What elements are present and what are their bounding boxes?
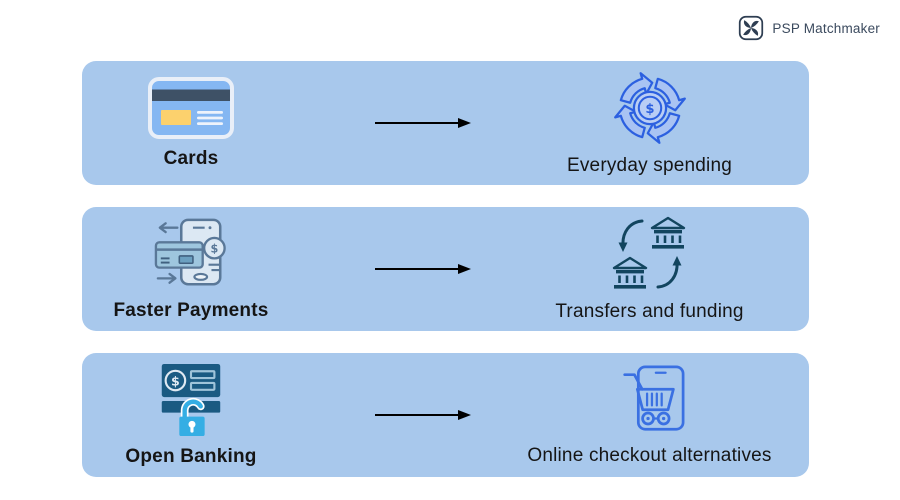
method-label: Faster Payments xyxy=(113,300,269,322)
mapping-diagram: Cards $ xyxy=(82,61,809,499)
shopping-cart-icon xyxy=(612,363,688,437)
arrow-open-banking-to-checkout xyxy=(300,353,490,477)
credit-card-icon xyxy=(147,76,235,140)
brand-name: PSP Matchmaker xyxy=(772,20,880,36)
mapping-row-open-banking: $ Open Banking xyxy=(82,353,809,477)
money-cycle-icon: $ xyxy=(611,69,689,147)
right-arrow-icon xyxy=(375,410,471,420)
payment-method-open-banking: $ Open Banking xyxy=(82,353,300,477)
payment-method-faster-payments: $ Faster Payments xyxy=(82,207,300,331)
use-case-label: Everyday spending xyxy=(566,155,732,177)
svg-text:$: $ xyxy=(210,243,218,256)
arrow-faster-payments-to-transfers xyxy=(300,207,490,331)
use-case-transfers-funding: Transfers and funding xyxy=(490,207,809,331)
mapping-row-cards: Cards $ xyxy=(82,61,809,185)
use-case-online-checkout: Online checkout alternatives xyxy=(490,353,809,477)
open-banking-lock-icon: $ xyxy=(159,362,223,438)
method-label: Cards xyxy=(163,148,219,170)
phone-payment-icon: $ xyxy=(152,216,230,292)
right-arrow-icon xyxy=(375,118,471,128)
pinwheel-logo-icon xyxy=(738,15,764,41)
bank-transfer-icon xyxy=(611,215,689,293)
use-case-label: Online checkout alternatives xyxy=(527,445,772,467)
mapping-row-faster-payments: $ Faster Payments xyxy=(82,207,809,331)
svg-text:$: $ xyxy=(171,373,180,388)
svg-text:$: $ xyxy=(645,102,654,117)
arrow-cards-to-everyday xyxy=(300,61,490,185)
brand-header: PSP Matchmaker xyxy=(738,15,880,41)
payment-method-cards: Cards xyxy=(82,61,300,185)
method-label: Open Banking xyxy=(125,446,257,468)
right-arrow-icon xyxy=(375,264,471,274)
use-case-label: Transfers and funding xyxy=(555,301,744,323)
use-case-everyday-spending: $ Everyday spending xyxy=(490,61,809,185)
